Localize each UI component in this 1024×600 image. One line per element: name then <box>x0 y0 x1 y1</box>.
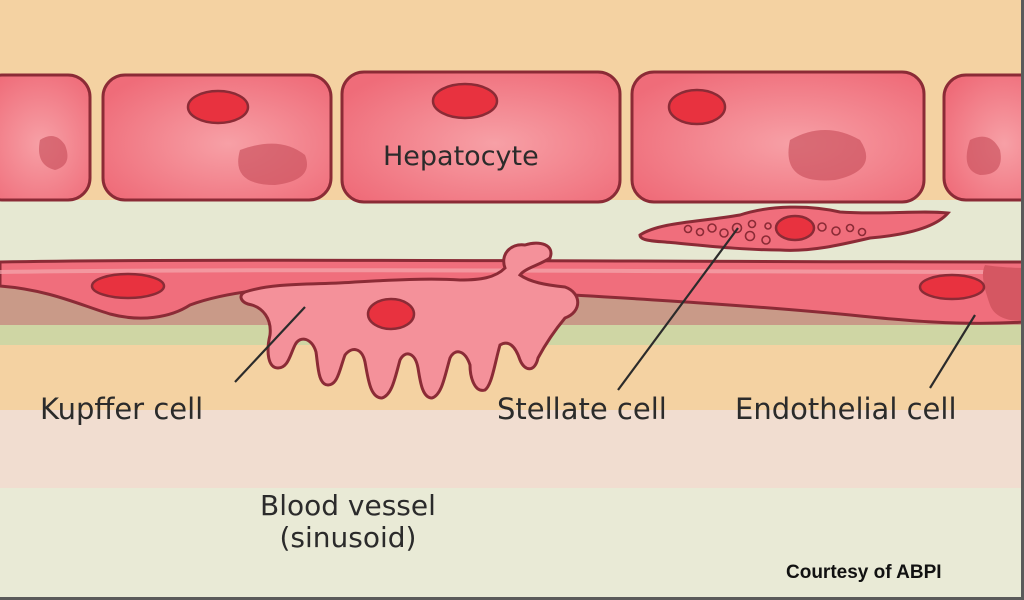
endothelial-cell-label: Endothelial cell <box>735 392 957 426</box>
hepatocyte-nucleus <box>667 88 727 126</box>
blood-vessel-label: Blood vessel (sinusoid) <box>260 489 436 555</box>
stellate-vacuoles <box>683 219 867 245</box>
hepatocyte-label: Hepatocyte <box>383 141 539 172</box>
hepatocyte-cell <box>630 70 926 204</box>
hepatocyte-row <box>0 70 1024 204</box>
endothelial-dark-tip <box>982 265 1024 321</box>
endothelial-nucleus <box>918 273 986 301</box>
stellate-cell-label: Stellate cell <box>497 392 667 426</box>
hepatocyte-nucleus <box>431 82 499 120</box>
kupffer-pointer <box>234 306 306 383</box>
credit-text: Courtesy of ABPI <box>786 562 942 583</box>
blood-vessel-label-line1: Blood vessel <box>260 489 436 522</box>
hepatocyte-cell <box>340 70 622 204</box>
endothelial-pointer <box>929 314 976 389</box>
hepatocyte-nucleus <box>186 89 250 125</box>
pointer-lines <box>234 227 976 391</box>
orange-band <box>0 345 1024 410</box>
kupffer-nucleus <box>366 297 416 331</box>
blood-vessel-label-line2: (sinusoid) <box>279 521 417 555</box>
blood-vessel-band <box>0 410 1024 488</box>
stellate-nucleus <box>774 214 816 242</box>
kupffer-cell-label: Kupffer cell <box>40 392 204 426</box>
endothelial-nucleus <box>90 272 166 300</box>
stellate-pointer <box>617 227 739 391</box>
hepatocyte-shading <box>39 130 1001 185</box>
lower-band <box>0 488 1024 600</box>
